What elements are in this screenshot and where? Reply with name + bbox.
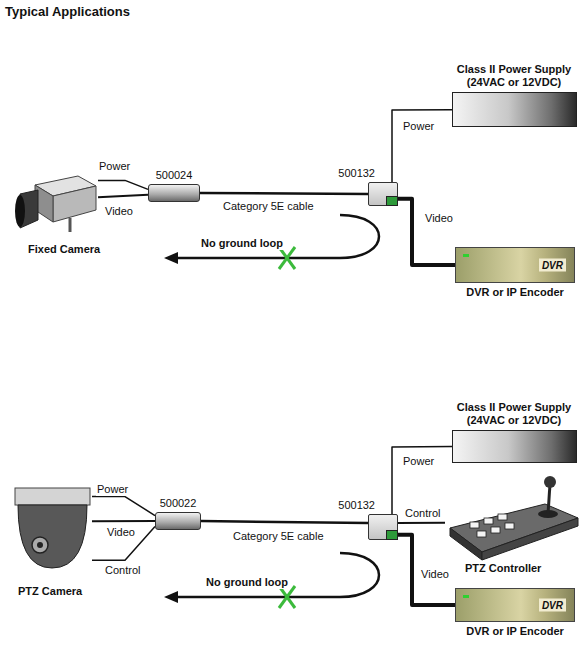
fixed-camera-drawing [15,176,96,232]
ground-loop-arrow [176,215,379,597]
node-label: Fixed Camera [28,243,100,256]
cable [200,193,368,194]
camera: Fixed Camera [12,172,98,256]
wire-label: Control [404,507,441,520]
controller: PTZ Controller [445,488,578,575]
node-label: Class II Power Supply (24VAC or 12VDC) [449,401,579,427]
cable [392,110,452,182]
camera: PTZ Camera [12,480,92,598]
cable [398,522,445,524]
cable [92,526,155,560]
ptz-camera-drawing [15,488,90,568]
wire-label: Video [420,568,450,581]
title: Typical Applications [5,4,130,19]
cable [398,535,455,605]
balun: 500024 [148,184,200,202]
node-label: DVR or IP Encoder [456,286,574,299]
dvr: DVRDVR or IP Encoder [455,247,575,283]
dvr: DVRDVR or IP Encoder [455,588,575,622]
cable [98,195,148,197]
balun: 500022 [155,512,201,530]
wire-label: Video [424,212,454,225]
node-label: PTZ Controller [465,562,541,575]
hub: 500132 [368,182,398,206]
cable [92,520,155,522]
node-label: 500132 [338,167,375,180]
power-supply: Class II Power Supply (24VAC or 12VDC) [452,92,577,127]
cable [398,199,455,265]
arrowhead [164,252,178,264]
note-label: No ground loop [205,576,289,589]
cable [201,521,368,523]
node-label: Class II Power Supply (24VAC or 12VDC) [449,63,579,89]
cross-mark [279,247,295,608]
node-label: 500132 [338,499,375,512]
wire-label: Category 5E cable [222,200,315,213]
wire-label: Power [402,455,435,468]
node-label: 500024 [156,169,193,182]
wire-label: Control [104,564,141,577]
node-label: 500022 [160,497,197,510]
cable [92,497,155,516]
power-supply: Class II Power Supply (24VAC or 12VDC) [452,430,577,463]
wire-label: Video [106,526,136,539]
wire-label: Video [104,205,134,218]
cable [98,180,148,189]
wire-label: Power [96,483,129,496]
wire-label: Power [402,120,435,133]
node-label: DVR [539,259,566,272]
wire-label: Power [98,160,131,173]
node-label: PTZ Camera [18,585,82,598]
ptz-controller-drawing [450,476,578,560]
node-label: DVR [539,599,566,612]
arrowhead [164,591,178,603]
cable [392,447,452,515]
wire-label: Category 5E cable [232,530,325,543]
note-label: No ground loop [200,237,284,250]
hub: 500132 [368,514,398,540]
node-label: DVR or IP Encoder [456,625,574,638]
